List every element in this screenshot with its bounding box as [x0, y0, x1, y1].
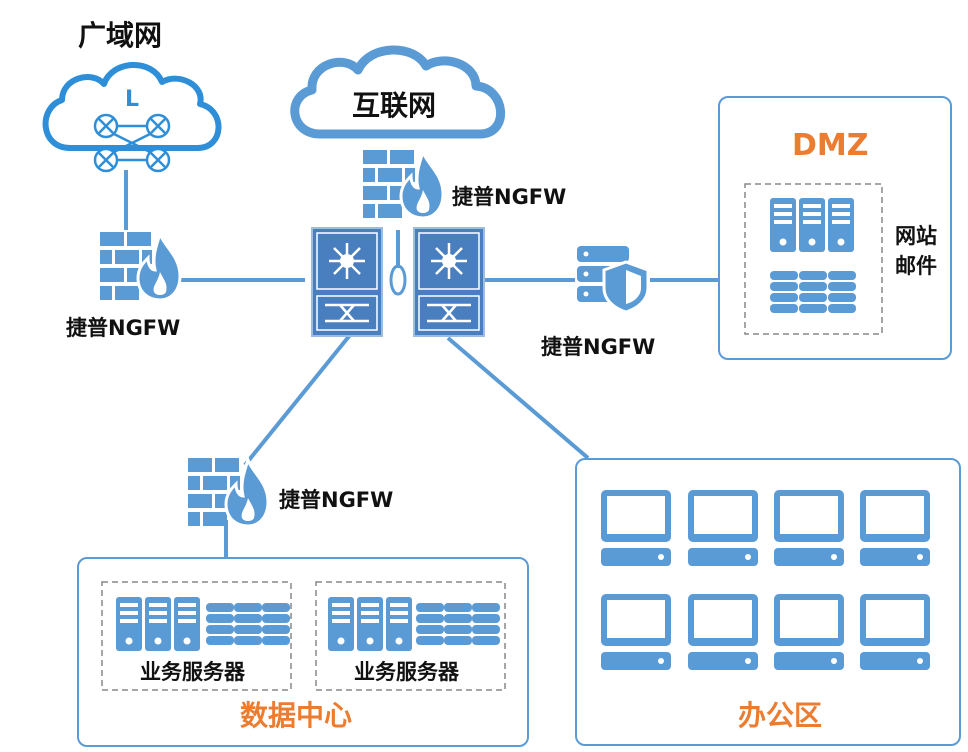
core-switch-right [413, 227, 485, 337]
office-pc-8 [860, 594, 930, 670]
internet-label: 互联网 [352, 89, 437, 122]
server-group-1-box [101, 581, 292, 691]
office-pc-6 [688, 594, 758, 670]
office-pc-2 [688, 490, 758, 566]
connection-lines [124, 170, 720, 558]
dmz-services-line1: 网站 [895, 224, 937, 248]
datacenter-zone [77, 557, 529, 747]
dmz-databases [770, 271, 856, 313]
stack-link-icon [389, 264, 407, 296]
dmz-services-line2: 邮件 [895, 254, 937, 278]
firewall-bottom-icon [186, 456, 270, 528]
core-switch-left [311, 227, 383, 337]
dmz-zone [718, 96, 952, 360]
office-pc-5 [601, 594, 671, 670]
office-terminals [601, 490, 930, 670]
dmz-server-group [744, 183, 883, 335]
firewall-top-label: 捷普NGFW [452, 185, 567, 209]
link-core-to-office [446, 336, 590, 460]
datacenter-label: 数据中心 [240, 699, 353, 732]
server-group-2-icons [328, 597, 500, 651]
router-x-icon [93, 113, 171, 173]
link-core-to-dc-firewall [243, 333, 352, 467]
office-label: 办公区 [738, 699, 823, 732]
office-pc-1 [601, 490, 671, 566]
office-zone [575, 458, 961, 746]
server-group-2-label: 业务服务器 [354, 660, 459, 684]
server-group-1-label: 业务服务器 [140, 660, 245, 684]
office-pc-3 [774, 490, 844, 566]
server-group-2-box [315, 581, 506, 691]
wan-cloud-letter: L [125, 87, 139, 112]
server-group-1-icons [116, 597, 290, 651]
dmz-rack-servers [770, 198, 854, 252]
firewall-bottom-label: 捷普NGFW [279, 488, 394, 512]
firewall-left-icon [98, 230, 182, 302]
office-pc-4 [860, 490, 930, 566]
dmz-label: DMZ [792, 128, 869, 163]
wan-label: 广域网 [78, 19, 163, 52]
firewall-right-icon [577, 246, 650, 314]
firewall-top-icon [361, 148, 445, 220]
wan-cloud: L [42, 62, 222, 173]
office-pc-7 [774, 594, 844, 670]
firewall-left-label: 捷普NGFW [66, 316, 181, 340]
internet-cloud [290, 45, 506, 139]
firewall-right-label: 捷普NGFW [541, 335, 656, 359]
